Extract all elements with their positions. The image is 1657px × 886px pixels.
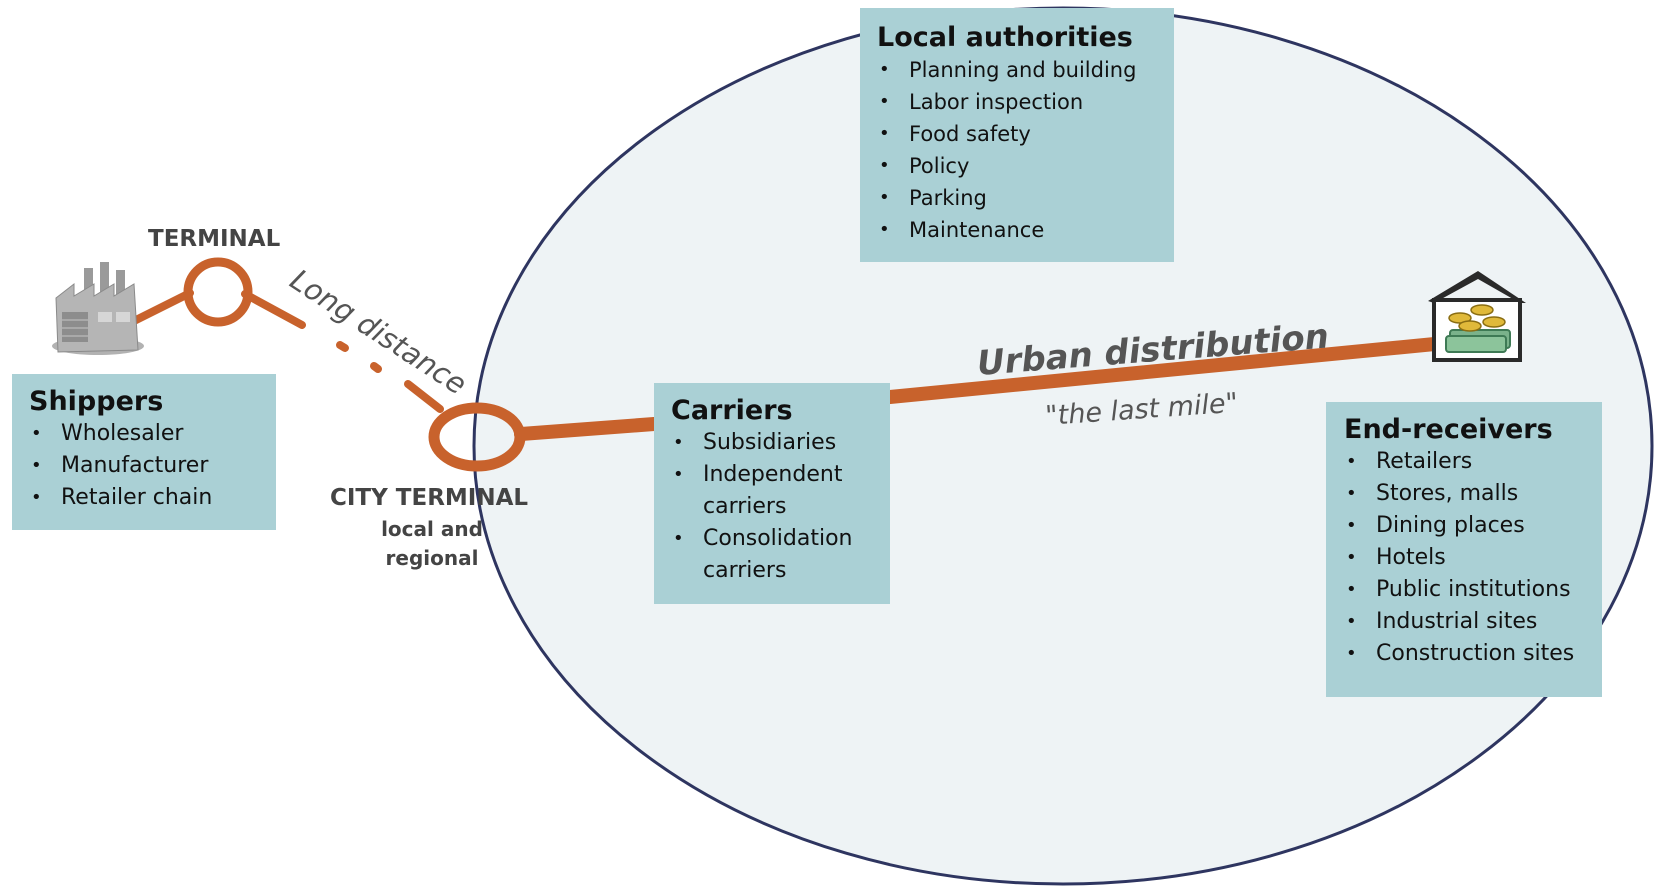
shippers-list: Wholesaler Manufacturer Retailer chain [29,418,258,514]
long-distance-dash-1 [336,341,349,352]
factory-icon [52,262,144,355]
terminal-node [183,257,253,327]
local-authorities-list: Planning and building Labor inspection F… [877,54,1156,246]
city-terminal-sublabel-2: regional [386,546,479,570]
list-item: Dining places [1344,510,1588,542]
terminal-label: TERMINAL [148,226,281,252]
list-item-continuation: carriers [703,494,787,519]
list-item: Retailer chain [29,482,258,514]
city-terminal-to-carriers-line [514,417,661,441]
list-item: Planning and building [877,54,1156,86]
shippers-title: Shippers [29,386,164,417]
list-item: Retailers [1344,446,1588,478]
list-item: Parking [877,182,1156,214]
carriers-title: Carriers [671,395,793,426]
list-item: Independent [671,459,876,491]
long-distance-label: Long distance [284,262,473,401]
local-authorities-title: Local authorities [877,22,1133,53]
carriers-box: Carriers Subsidiaries Independent carrie… [654,383,890,604]
carriers-list: Subsidiaries Independent carriers Consol… [671,427,876,587]
list-item: Maintenance [877,214,1156,246]
list-item: Construction sites [1344,638,1588,670]
city-terminal-sublabel-1: local and [381,517,483,541]
list-item: Consolidation [671,523,876,555]
store-goods-icon [1428,271,1526,362]
end-receivers-box: End-receivers Retailers Stores, malls Di… [1326,402,1602,697]
city-terminal-node [428,402,526,472]
list-item: Policy [877,150,1156,182]
list-item-continuation: carriers [703,558,787,583]
terminal-to-long-distance-line [241,290,306,329]
list-item: Labor inspection [877,86,1156,118]
list-item: Stores, malls [1344,478,1588,510]
list-item: Hotels [1344,542,1588,574]
end-receivers-list: Retailers Stores, malls Dining places Ho… [1344,446,1588,670]
long-distance-to-city-terminal-line [404,380,444,413]
list-item: Public institutions [1344,574,1588,606]
city-terminal-label: CITY TERMINAL [330,485,528,511]
shippers-box: Shippers Wholesaler Manufacturer Retaile… [12,374,276,530]
long-distance-dash-2 [370,362,382,373]
list-item: Industrial sites [1344,606,1588,638]
list-item: Wholesaler [29,418,258,450]
list-item: Food safety [877,118,1156,150]
list-item: Subsidiaries [671,427,876,459]
urban-distribution-line [883,336,1452,404]
local-authorities-box: Local authorities Planning and building … [860,8,1174,262]
end-receivers-title: End-receivers [1344,414,1553,445]
list-item: Manufacturer [29,450,258,482]
